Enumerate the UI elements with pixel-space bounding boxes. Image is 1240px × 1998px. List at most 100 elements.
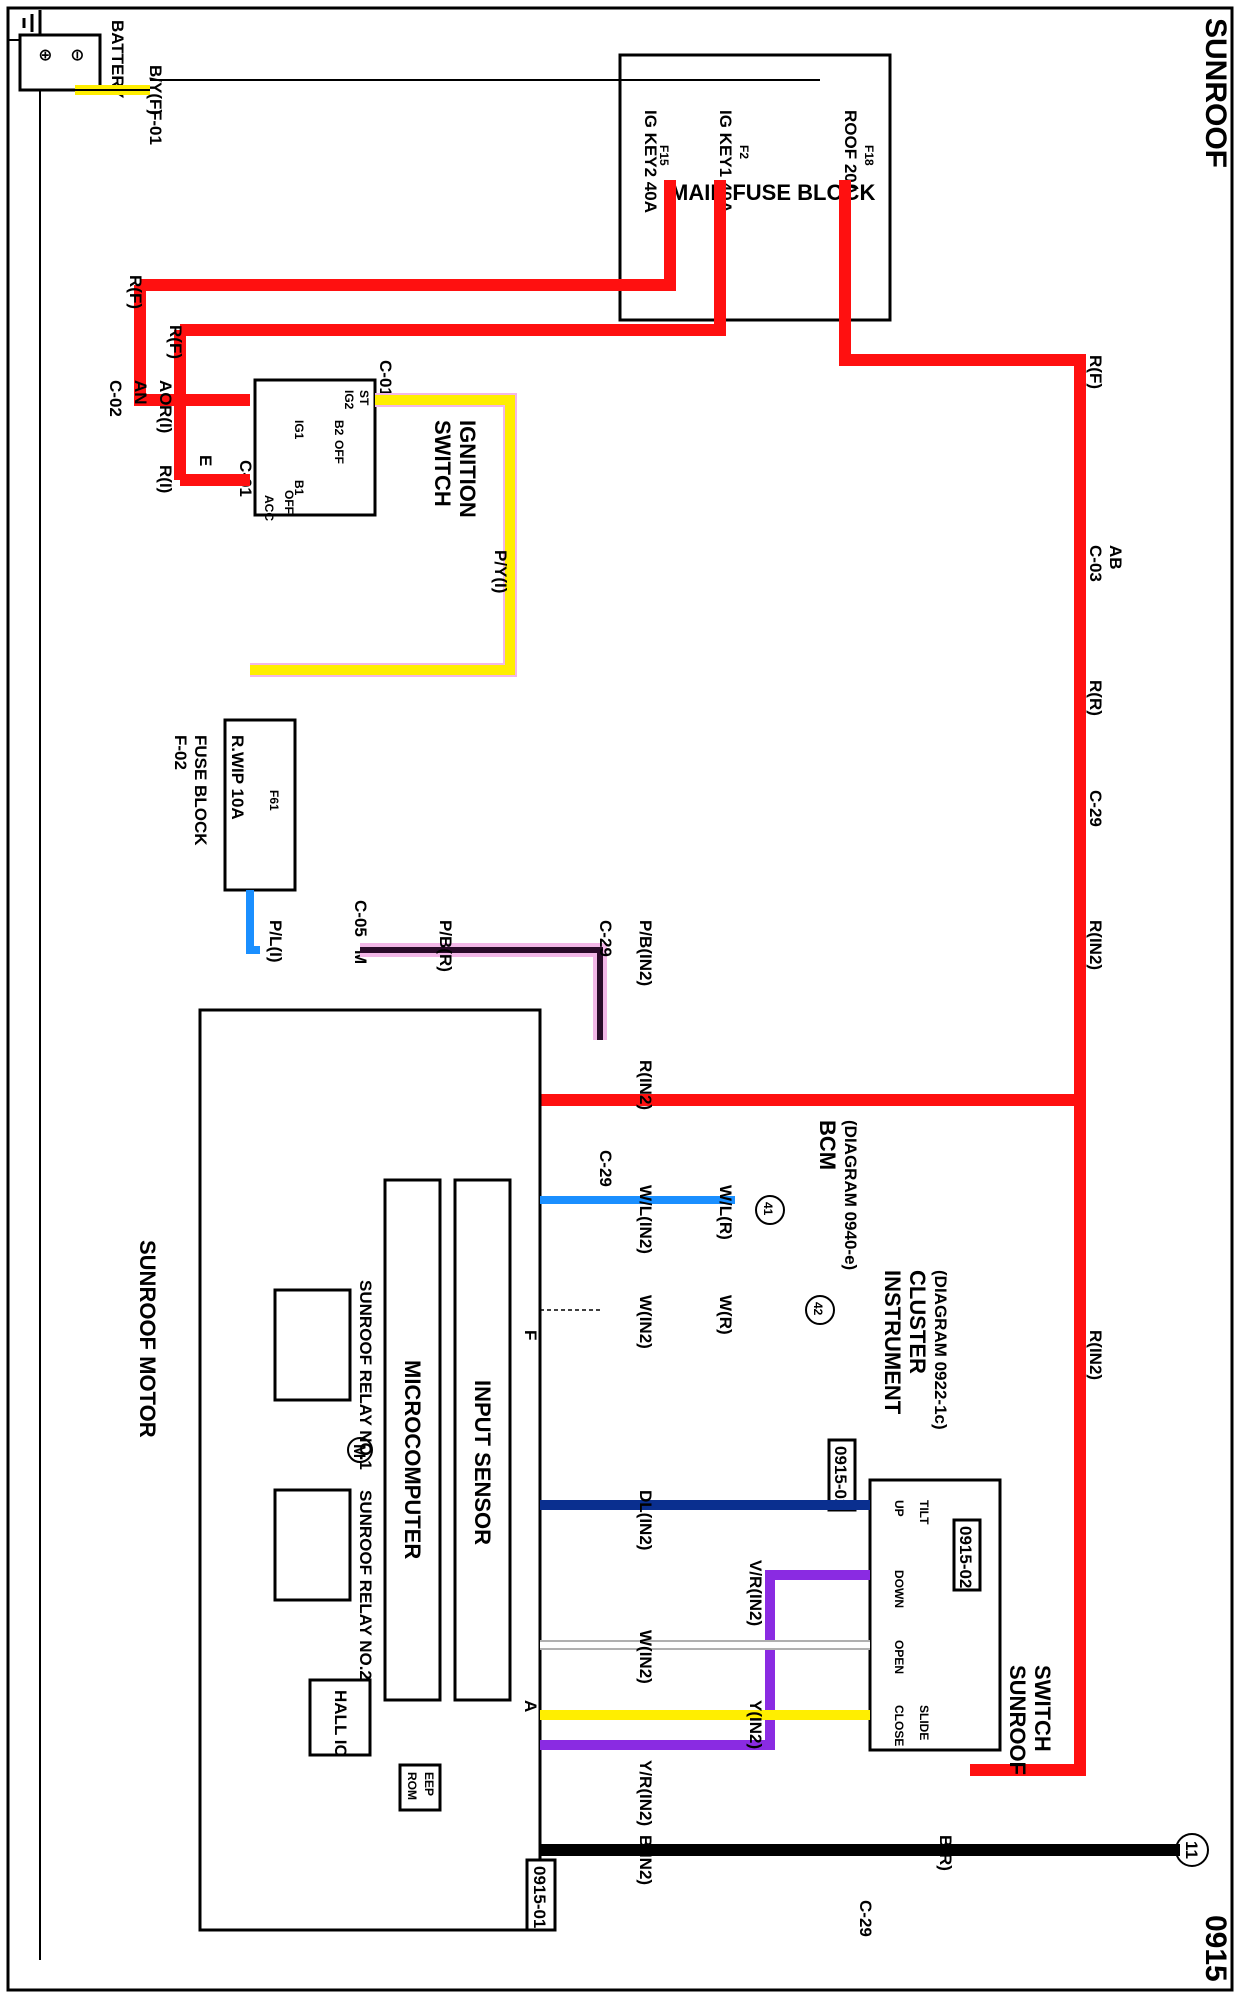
main-fuse-3-name: ROOF 20A — [841, 110, 860, 195]
page-border — [6, 6, 1234, 1992]
wire-wlin2-label: W/L(IN2) — [636, 1185, 655, 1254]
wire-wlr-label: W/L(R) — [716, 1185, 735, 1240]
ground-symbol-icon — [22, 10, 42, 36]
ignition-pin-e: E — [196, 455, 215, 466]
page-number: 0915 — [1199, 1915, 1232, 1982]
fuse-block-fuse-name: R.WIP 10A — [228, 735, 247, 820]
wire-win2-label-2: W(IN2) — [636, 1630, 655, 1684]
wire-rr-rin2 — [970, 360, 1086, 1776]
wire-rin2-label-1: R(IN2) — [1086, 920, 1105, 970]
battery-wire-label: B/Y(F) — [146, 65, 165, 115]
sunroof-switch-label-1: SUNROOF — [1005, 1665, 1030, 1775]
main-fuse-1-name: IG KEY2 40A — [641, 110, 660, 213]
bcm-node-label: 41 — [761, 1202, 775, 1216]
cluster-ref: (DIAGRAM 0922-1c) — [931, 1270, 950, 1430]
wire-br-label: B(R) — [936, 1835, 955, 1871]
fuse-block-f02 — [223, 718, 297, 892]
wire-vrin2-label: V/R(IN2) — [746, 1560, 765, 1626]
connector-c29-bcm: C-29 — [596, 1150, 615, 1187]
switch-tilt: TILT — [917, 1500, 931, 1525]
fuse-block-connector: F-02 — [171, 735, 190, 770]
wire-pli-label: P/L(I) — [266, 920, 285, 963]
ign-pos-st: ST — [357, 390, 371, 406]
wire-pyi — [250, 395, 515, 675]
sunroof-motor-label: SUNROOF MOTOR — [135, 1240, 160, 1438]
ignition-label-1: IGNITION — [455, 420, 480, 518]
fuse-block-fuse-id: F61 — [267, 790, 281, 811]
wire-bin2-label: B(IN2) — [636, 1835, 655, 1885]
bcm-ref: (DIAGRAM 0940-e) — [841, 1120, 860, 1270]
ignition-connector-left: C-01 — [376, 360, 395, 397]
switch-down: DOWN — [892, 1570, 906, 1608]
relay-1-label: SUNROOF RELAY NO.1 — [356, 1280, 375, 1470]
main-fuse-1-id: F15 — [657, 145, 671, 166]
switch-up: UP — [892, 1500, 906, 1517]
switch-slide: SLIDE — [917, 1705, 931, 1740]
sunroof-switch-label-2: SWITCH — [1030, 1665, 1055, 1752]
wire-rr-label: R(R) — [1086, 680, 1105, 716]
wire-rf-1: R(F) — [126, 275, 145, 309]
ign-pos-b1: B1 — [292, 480, 306, 496]
battery: ⊖ ⊕ BATTERY — [18, 20, 127, 99]
wire-pbr-label: P/B(R) — [436, 920, 455, 972]
ignition-label-2: SWITCH — [430, 420, 455, 507]
wire-roof — [839, 180, 1086, 1440]
microcomputer-label: MICROCOMPUTER — [400, 1360, 425, 1559]
main-fuse-2-id: F2 — [737, 145, 751, 159]
relay-2 — [273, 1488, 352, 1602]
switch-tag-top-label: 0915-02 — [831, 1446, 850, 1508]
wire-rin2-label-2: R(IN2) — [1086, 1330, 1105, 1380]
wire-win2-label-1: W(IN2) — [636, 1295, 655, 1349]
bcm-label: BCM — [815, 1120, 840, 1170]
ign-pos-off1: OFF — [332, 440, 346, 464]
connector-c29-pb: C-29 — [596, 920, 615, 957]
wire-ig-key2 — [140, 180, 676, 291]
relay-2-label: SUNROOF RELAY NO.2 — [356, 1490, 375, 1680]
connector-c29-left: C-29 — [1086, 790, 1105, 827]
ign-pos-ig1: IG1 — [292, 420, 306, 440]
wire-ri-1: R(I) — [156, 405, 175, 433]
hall-ic-label: HALL IC — [331, 1690, 350, 1757]
hall-ic — [308, 1678, 372, 1757]
ignition-switch — [253, 378, 377, 517]
ign-pos-acc: ACC — [262, 495, 276, 521]
wire-vr — [540, 1570, 870, 1750]
connector-ab: AB — [1106, 545, 1125, 570]
battery-plus-icon: ⊕ — [36, 48, 55, 62]
switch-open: OPEN — [892, 1640, 906, 1674]
battery-label: BATTERY — [108, 20, 127, 99]
motor-icon — [347, 1437, 373, 1463]
ign-pos-off2: OFF — [282, 490, 296, 514]
relay-1 — [273, 1288, 352, 1402]
cluster-node-icon — [805, 1295, 835, 1325]
cluster-label-1: INSTRUMENT — [880, 1270, 905, 1415]
sunroof-motor-tag-label: 0915-01 — [530, 1866, 549, 1928]
fuse-block-label: FUSE BLOCK — [191, 735, 210, 846]
wire-ig-key1 — [180, 180, 726, 336]
ign-pos-b2: B2 — [332, 420, 346, 436]
eeprom — [398, 1763, 442, 1812]
connector-c02: C-02 — [106, 380, 125, 417]
wire-yrin2-label: Y/R(IN2) — [636, 1760, 655, 1826]
wire-pli — [246, 890, 260, 954]
wire-rf-3: R(F) — [1086, 355, 1105, 389]
wire-ri-2: R(I) — [156, 465, 175, 493]
wire-pyi-label: P/Y(I) — [491, 550, 510, 593]
main-fuse-block — [618, 53, 892, 322]
connector-c03: C-03 — [1086, 545, 1105, 582]
wire-pbr — [360, 947, 603, 1040]
switch-tag-side-label: 0915-02 — [956, 1526, 975, 1588]
cluster-label-2: CLUSTER — [905, 1270, 930, 1374]
input-sensor — [453, 1178, 512, 1702]
wire-rin2-label-3: R(IN2) — [636, 1060, 655, 1110]
connector-f-pin: F — [521, 1330, 540, 1340]
bcm-node-icon — [755, 1195, 785, 1225]
switch-tag-side — [952, 1518, 982, 1592]
connector-an: AN — [131, 380, 150, 405]
motor-label: M — [350, 1444, 369, 1458]
main-fuse-3-id: F18 — [862, 145, 876, 166]
cluster-node-label: 42 — [811, 1302, 825, 1316]
wire-wr-label: W(R) — [716, 1295, 735, 1335]
